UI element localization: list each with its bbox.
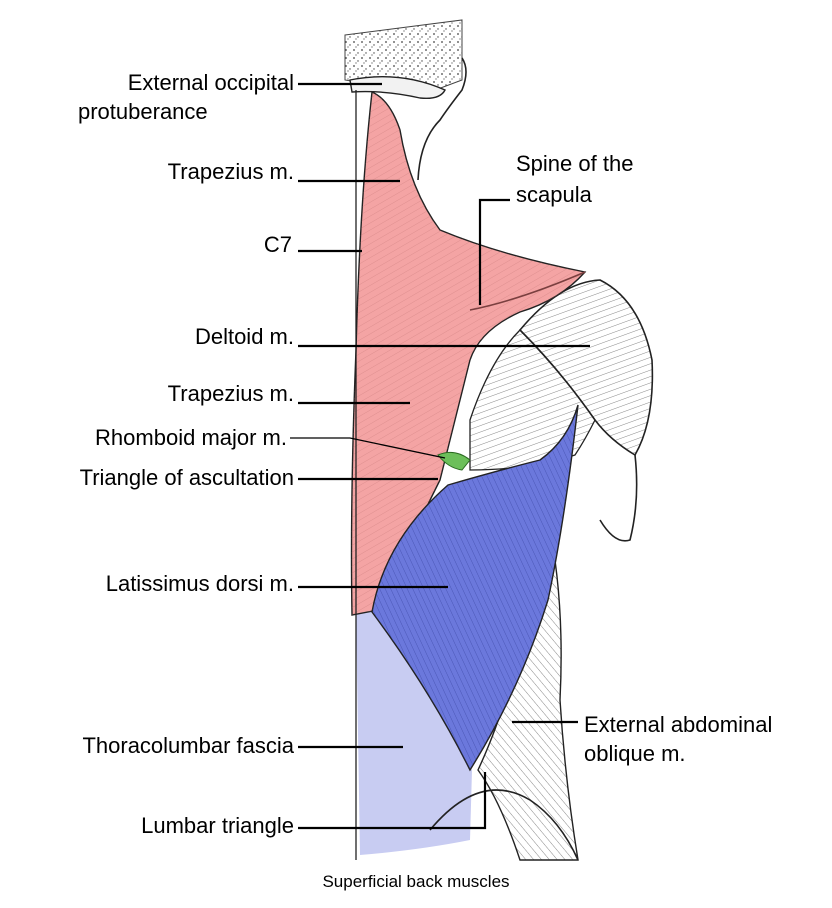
label-external-occipital-line1: External occipital [40,70,294,96]
label-external-occipital: External occipital [40,70,294,96]
label-thoracolumbar-fascia: Thoracolumbar fascia [0,733,294,759]
label-spine-scapula-line2: scapula [516,182,592,208]
label-deltoid: Deltoid m. [40,324,294,350]
label-trapezius-upper: Trapezius m. [40,159,294,185]
label-protuberance-text: protuberance [78,99,208,124]
label-external-oblique-line2: oblique m. [584,741,686,767]
label-triangle-ascultation: Triangle of ascultation [0,465,294,491]
label-lumbar-triangle: Lumbar triangle [0,813,294,839]
figure-caption: Superficial back muscles [0,872,832,892]
label-external-oblique-line1: External abdominal [584,712,772,738]
arm-outline [600,455,637,541]
label-protuberance: protuberance [78,99,208,125]
label-latissimus-dorsi: Latissimus dorsi m. [0,571,294,597]
label-c7: C7 [40,232,292,258]
label-rhomboid-major: Rhomboid major m. [0,425,287,451]
label-trapezius-lower: Trapezius m. [40,381,294,407]
label-spine-scapula-line1: Spine of the [516,151,633,177]
